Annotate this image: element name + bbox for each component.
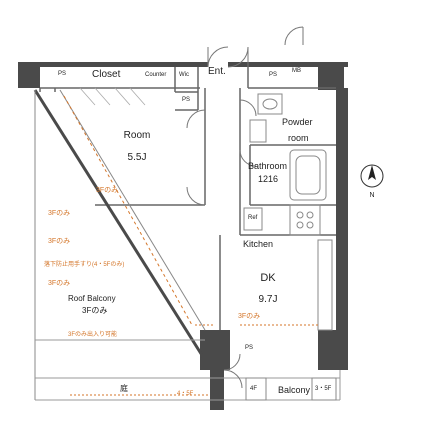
roof-balcony-edge — [33, 89, 341, 401]
ps-label-balcony: PS — [245, 345, 254, 351]
roof-balcony-label: Roof Balcony — [68, 294, 116, 303]
balcony-label: Balcony — [278, 385, 311, 395]
floor-3-5-label: 3・5F — [315, 386, 332, 392]
kitchen-label: Kitchen — [243, 239, 274, 249]
garden-label: 庭 — [120, 384, 128, 393]
floor-3f-only-1: 3Fのみ — [48, 210, 71, 217]
ps-label-wic: PS — [182, 97, 191, 103]
dk-size: 9.7J — [258, 294, 278, 305]
outer-walls — [18, 62, 348, 410]
closet-doors — [79, 87, 146, 106]
powder-room-label-2: room — [288, 133, 309, 143]
fridge — [243, 207, 263, 231]
counter-label: Counter — [145, 72, 167, 78]
ps-label-entry: PS — [269, 72, 278, 78]
north-label: N — [369, 192, 375, 199]
interior-walls — [39, 67, 336, 330]
floor-3f-only-2: 3Fのみ — [48, 238, 71, 245]
kitchen-counter — [289, 204, 333, 331]
powder-room-label-1: Powder — [282, 117, 313, 127]
orange-dash-markers — [70, 324, 320, 396]
bathroom-size: 1216 — [258, 174, 279, 184]
mb-label: MB — [292, 68, 301, 74]
floor-3f-only-dk: 3Fのみ — [238, 313, 261, 320]
balcony-dividers — [245, 377, 337, 401]
roof-balcony-floor: 3Fのみ — [82, 306, 108, 315]
dk-label: DK — [260, 272, 276, 284]
entrance-label: Ent. — [208, 66, 226, 77]
floor-3f-only-4: 3Fのみ — [96, 187, 119, 194]
compass-icon — [360, 164, 384, 188]
closet-label: Closet — [92, 69, 121, 80]
room-size: 5.5J — [127, 152, 147, 163]
entry-note: 3Fのみ出入り可能 — [68, 332, 118, 338]
floor-3f-only-3: 3Fのみ — [48, 280, 71, 287]
wic-label: Wic — [179, 72, 189, 78]
bathtub — [289, 149, 327, 201]
bathroom-label: Bathroom — [248, 161, 288, 171]
ps-label-closet: PS — [58, 71, 67, 77]
floor-4f-label: 4F — [250, 386, 258, 392]
ref-label: Ref — [248, 215, 258, 221]
fall-rail-note: 落下防止用手すり(4・5Fのみ) — [44, 262, 125, 268]
floor-4-5-label: 4・5F — [177, 391, 194, 397]
door-swings — [186, 26, 304, 389]
powder-fixtures — [249, 93, 283, 143]
room-label: Room — [123, 130, 151, 141]
